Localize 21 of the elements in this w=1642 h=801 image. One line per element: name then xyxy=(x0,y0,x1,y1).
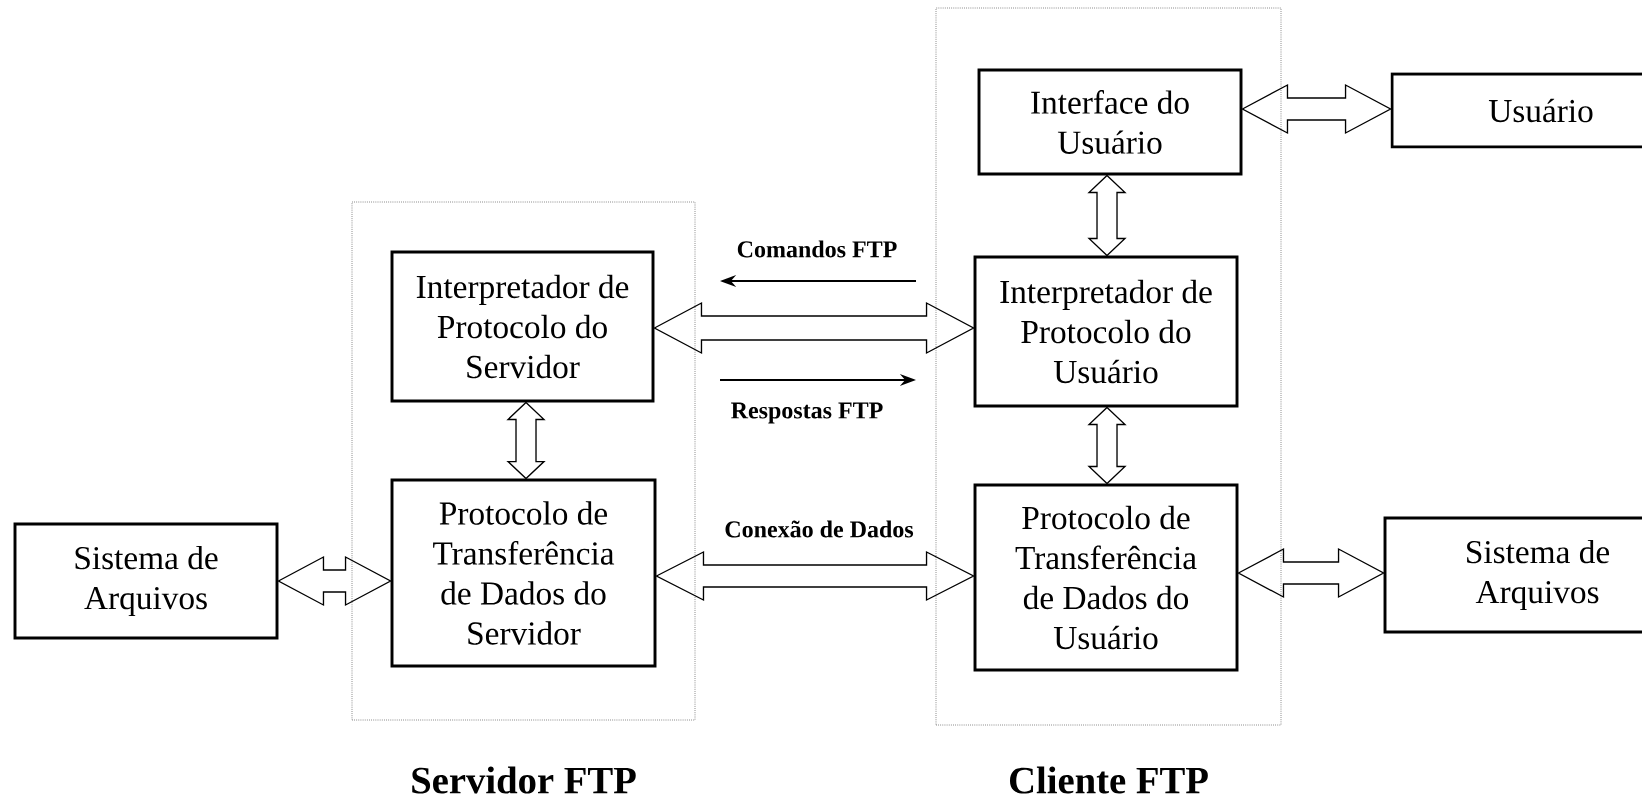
process-box: Interface do Usuário xyxy=(977,68,1243,176)
process-box: Protocolo de Transferência de Dados do Servidor xyxy=(390,478,657,668)
double-arrow xyxy=(1087,174,1127,257)
double-arrow xyxy=(655,550,975,602)
process-box: Sistema de Arquivos xyxy=(13,522,279,640)
double-arrow xyxy=(653,301,975,355)
double-arrow xyxy=(1087,406,1127,485)
arrow-label: Comandos FTP xyxy=(737,240,897,258)
process-box: Sistema de Arquivos xyxy=(1383,516,1642,634)
double-arrow xyxy=(277,555,392,607)
double-arrow xyxy=(506,401,546,480)
edge-label: Conexão de Dados xyxy=(723,519,915,539)
double-arrow xyxy=(1241,83,1392,135)
process-box: Interpretador de Protocolo do Servidor xyxy=(390,250,655,403)
process-box: Protocolo de Transferência de Dados do Usuário xyxy=(973,483,1239,672)
arrow-label: Respostas FTP xyxy=(731,402,883,424)
group-title: Cliente FTP xyxy=(1010,766,1208,794)
double-arrow xyxy=(1237,547,1385,599)
process-box: Usuário xyxy=(1390,72,1642,149)
process-box: Interpretador de Protocolo do Usuário xyxy=(973,255,1239,408)
group-title: Servidor FTP xyxy=(412,766,636,794)
